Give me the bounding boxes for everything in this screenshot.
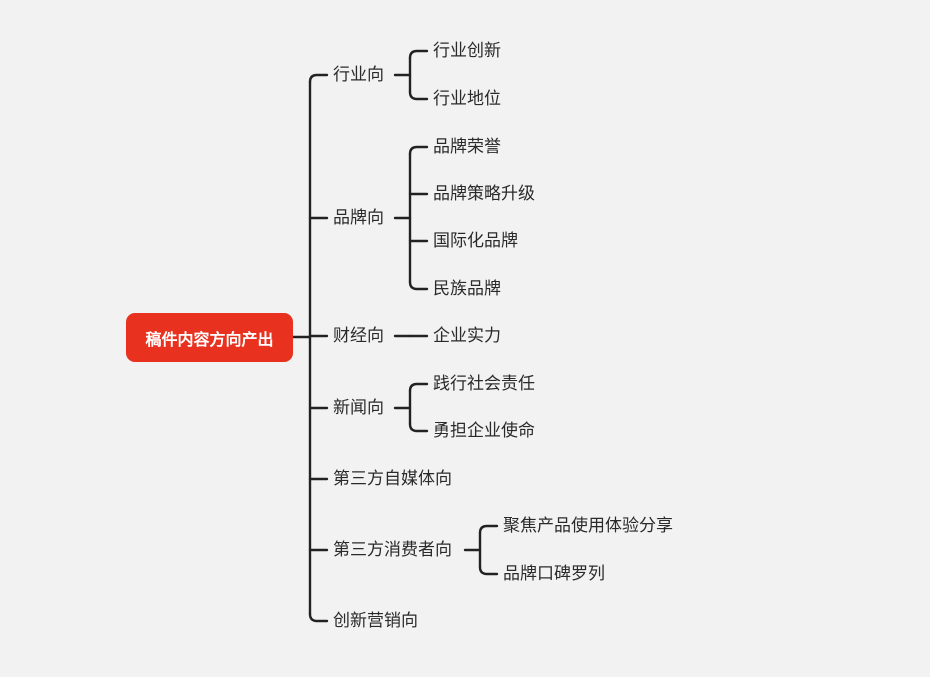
leaf-node[interactable]: 勇担企业使命 [433,421,535,441]
leaf-node[interactable]: 品牌荣誉 [433,137,501,157]
leaf-node[interactable]: 品牌口碑罗列 [503,564,605,584]
root-node-label: 稿件内容方向产出 [145,329,274,349]
branch-node-third-party-consumer[interactable]: 第三方消费者向 [333,540,452,560]
leaf-node[interactable]: 民族品牌 [433,279,501,299]
root-connector [291,73,329,623]
leaf-node[interactable]: 践行社会责任 [433,374,535,394]
branch-node-news[interactable]: 新闻向 [333,398,384,418]
leaf-node[interactable]: 行业创新 [433,41,501,61]
branch-node-brand[interactable]: 品牌向 [333,208,384,228]
leaf-node[interactable]: 品牌策略升级 [433,184,535,204]
leaf-node[interactable]: 国际化品牌 [433,231,518,251]
branch-node-third-party-media[interactable]: 第三方自媒体向 [333,469,452,489]
branch-node-industry[interactable]: 行业向 [333,65,384,85]
branch-node-innovative-marketing[interactable]: 创新营销向 [333,611,418,631]
industry-connector [393,49,429,101]
leaf-node[interactable]: 行业地位 [433,89,501,109]
consumer-connector [463,524,499,576]
branch-node-finance[interactable]: 财经向 [333,326,384,346]
news-connector [393,382,429,433]
brand-connector [393,145,429,291]
leaf-node[interactable]: 聚焦产品使用体验分享 [503,516,673,536]
leaf-node[interactable]: 企业实力 [433,326,501,346]
root-node[interactable]: 稿件内容方向产出 [126,313,293,362]
